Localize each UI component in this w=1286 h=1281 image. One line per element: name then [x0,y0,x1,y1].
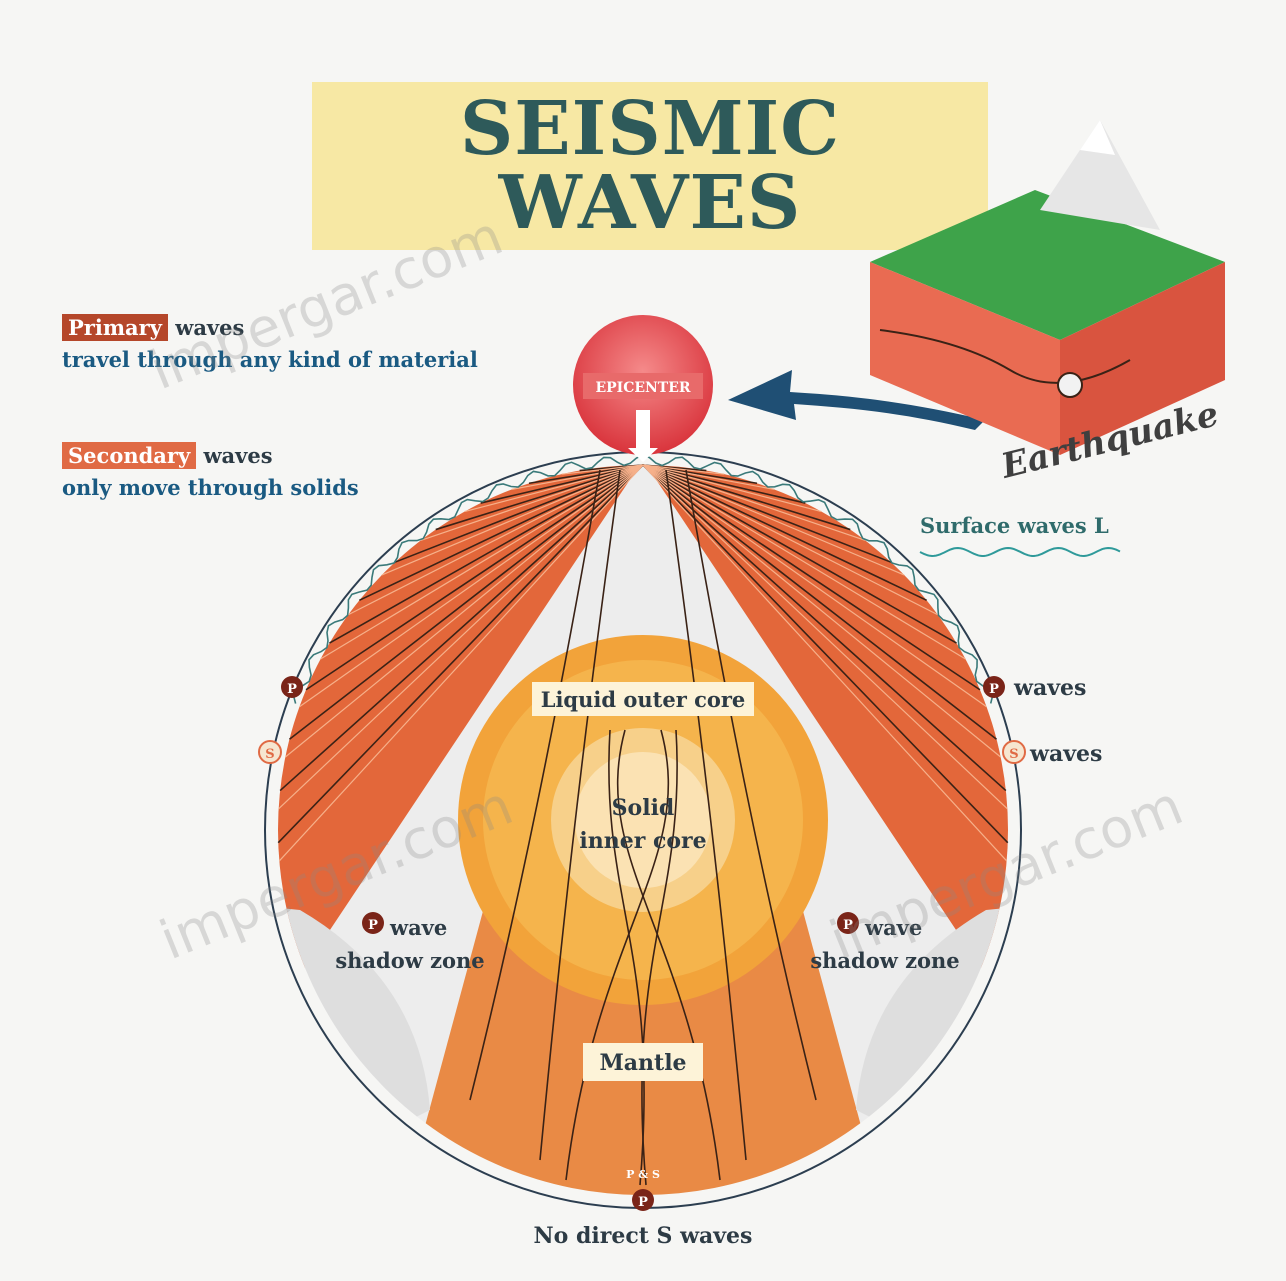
mantle-label: Mantle [599,1050,686,1076]
outer-core-label: Liquid outer core [541,687,746,712]
shadow-left-label-1: wave [389,915,447,940]
surface-waves-legend-line [920,548,1120,556]
surface-waves-label: Surface waves L [920,513,1109,538]
watermark: impergar.com [141,204,511,402]
s-marker-left: S [259,741,281,763]
svg-text:S: S [1009,747,1018,762]
hypocenter-icon [1058,373,1082,397]
epicenter: EPICENTER [573,315,713,462]
svg-text:S: S [265,747,274,762]
s-marker-right: S [1003,741,1025,763]
p-marker-bottom-text: P [638,1195,648,1210]
shadow-left-label-2: shadow zone [335,948,484,973]
bottom-small-label: P & S [626,1168,660,1181]
p-waves-label: waves [1013,675,1086,701]
inner-core-label-2: inner core [579,828,706,854]
epicenter-label: EPICENTER [595,380,690,396]
svg-text:P: P [287,682,297,697]
p-marker-left: P [281,676,303,698]
p-marker-right: P [983,676,1005,698]
mountain-snow [1080,120,1115,155]
s-waves-label: waves [1029,741,1102,767]
no-direct-s-label: No direct S waves [534,1223,753,1249]
svg-text:P: P [989,682,999,697]
p-marker-shadow-left-text: P [368,918,378,933]
inner-core-label-1: Solid [612,795,675,821]
